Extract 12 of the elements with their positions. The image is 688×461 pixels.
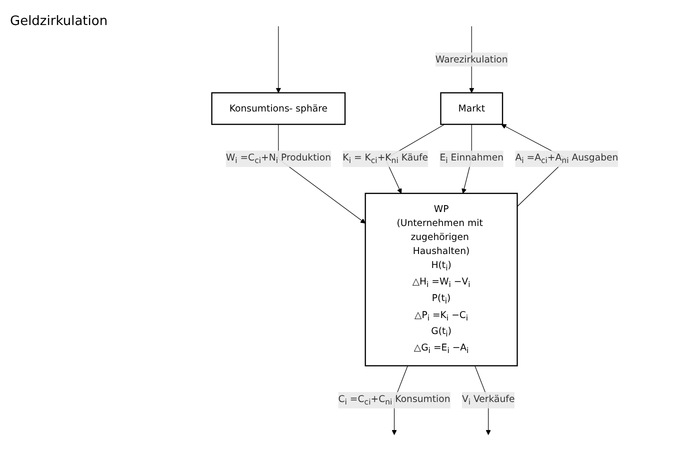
note-label: Geldzirkulation bbox=[10, 14, 109, 29]
node-box: Konsumtions- sphäre bbox=[211, 92, 346, 125]
edge-label: K$_{i}$ = K$_{ci}$+K$_{ni}$ Käufe bbox=[342, 152, 428, 166]
edge-label: E$_{i}$ Einnahmen bbox=[440, 152, 504, 166]
node-box: Markt bbox=[440, 92, 504, 125]
edge-label: C$_{i}$ =C$_{ci}$+C$_{ni}$ Konsumtion bbox=[338, 393, 450, 407]
edge-label: A$_{i}$ =A$_{ci}$+A$_{ni}$ Ausgaben bbox=[515, 152, 618, 166]
node-box: WP (Unternehmen mit zugehörigen Haushalten) H(t$_{i}$) △H$_{i}$ =W$_{i}$ −V$_{i}$ P(t$_{i}$) △P$_{i}$ =K$_{i}$ −C$_{i}$ G(t$_{i}$) △G$_{i}$ =E$_{i}$ −A$_{i}$ bbox=[364, 192, 518, 366]
edge-label: Warezirkulation bbox=[435, 54, 508, 65]
arrow bbox=[276, 26, 281, 94]
edge-label: W$_{i}$ =C$_{ci}$+N$_{i}$ Produktion bbox=[226, 152, 331, 166]
edge-label: V$_{i}$ Verkäufe bbox=[462, 393, 515, 407]
